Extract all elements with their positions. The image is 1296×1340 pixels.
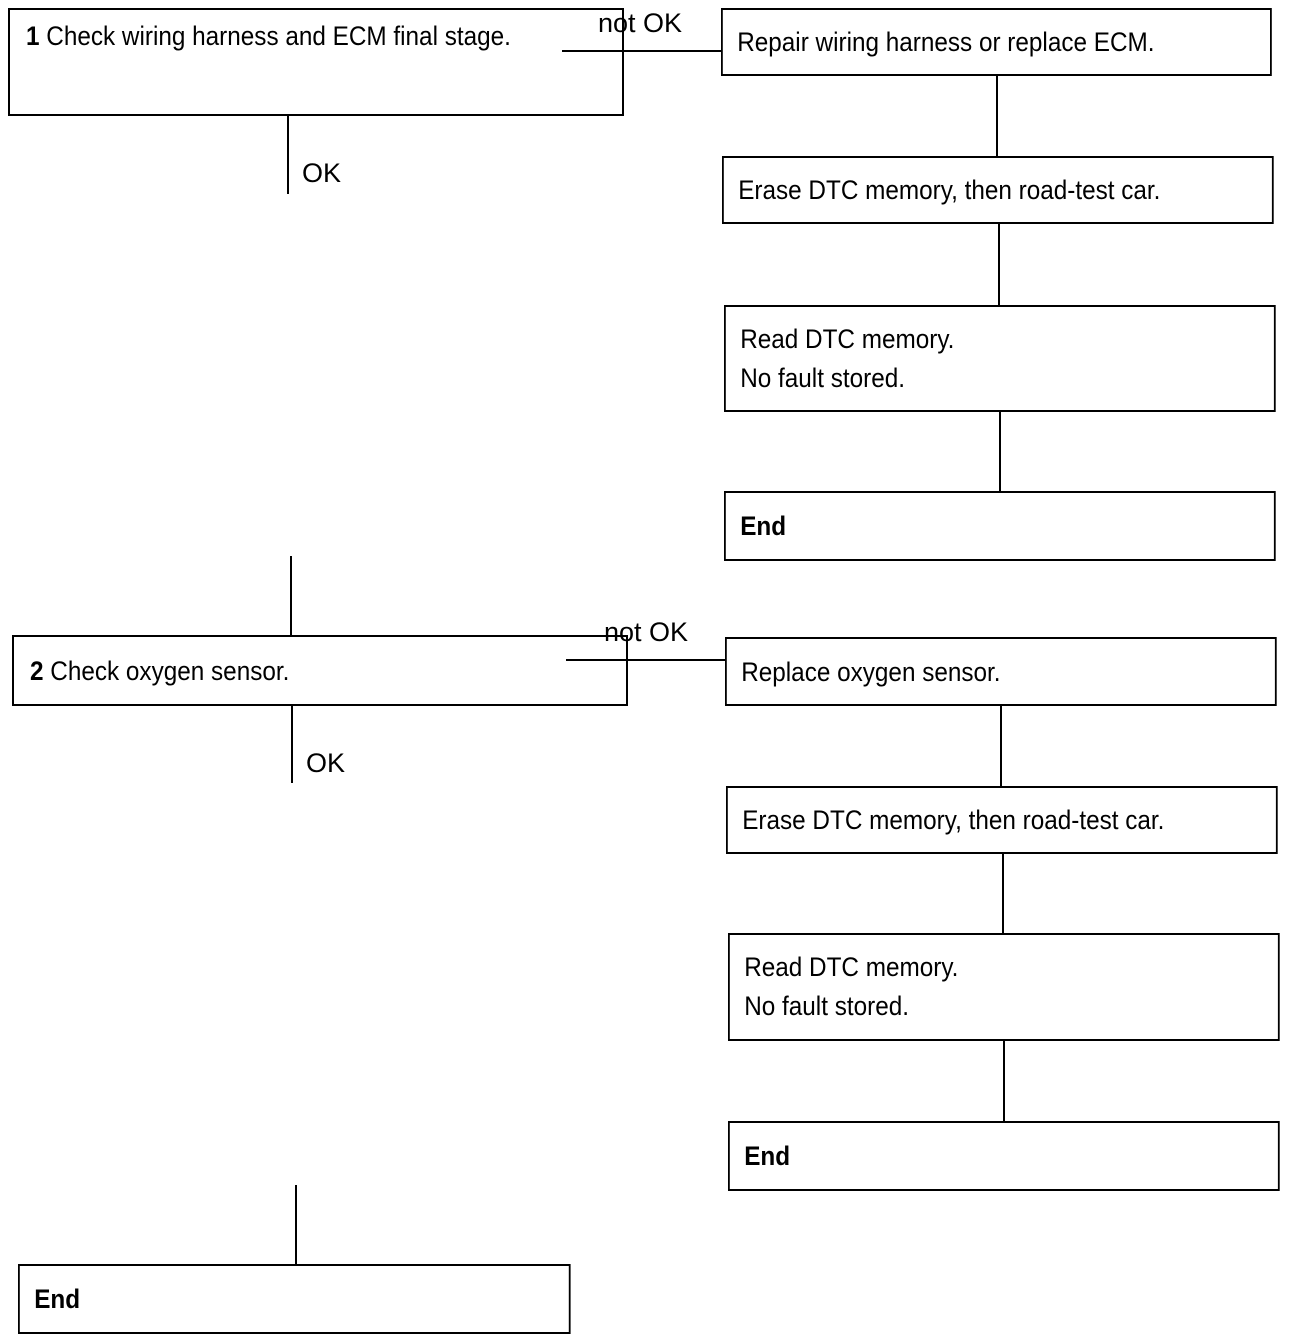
step2-number: 2 [30, 655, 44, 686]
final-end-box: End [18, 1264, 571, 1334]
step2-replace-to-erase [1000, 706, 1002, 786]
step2-erase-to-read [1002, 854, 1004, 934]
step1-box: 1 Check wiring harness and ECM final sta… [8, 8, 624, 116]
step2-incoming-connector [290, 556, 292, 635]
step1-read-box: Read DTC memory. No fault stored. [724, 305, 1276, 412]
step1-not-ok-connector [562, 50, 722, 52]
step2-read-line1: Read DTC memory. [744, 952, 959, 982]
step1-not-ok-label: not OK [598, 8, 683, 38]
step2-replace-box: Replace oxygen sensor. [725, 637, 1277, 706]
step2-read-box: Read DTC memory. No fault stored. [728, 933, 1280, 1041]
step1-erase-to-read [998, 224, 1000, 305]
step1-repair-to-erase [996, 76, 998, 156]
step2-box: 2 Check oxygen sensor. [12, 635, 628, 706]
step2-end-box: End [728, 1121, 1280, 1191]
step2-read-to-end [1003, 1041, 1005, 1121]
step1-end-box: End [724, 491, 1276, 561]
final-end-connector [295, 1185, 297, 1265]
step1-read-to-end [999, 412, 1001, 492]
step1-number: 1 [26, 21, 40, 51]
step2-text: Check oxygen sensor. [50, 655, 290, 686]
step1-read-line1: Read DTC memory. [740, 324, 955, 354]
step1-repair-box: Repair wiring harness or replace ECM. [721, 8, 1272, 76]
step1-text: Check wiring harness and ECM final stage… [46, 21, 511, 51]
step2-ok-connector [291, 706, 293, 783]
step2-not-ok-label: not OK [604, 617, 689, 647]
step1-erase-box: Erase DTC memory, then road-test car. [722, 156, 1274, 224]
step2-not-ok-connector [566, 659, 726, 661]
step1-ok-label: OK [302, 158, 342, 188]
step2-ok-label: OK [306, 748, 346, 778]
step1-read-line2: No fault stored. [740, 363, 905, 393]
step2-read-line2: No fault stored. [744, 991, 909, 1021]
step1-ok-connector [287, 116, 289, 194]
step2-erase-box: Erase DTC memory, then road-test car. [726, 786, 1278, 854]
